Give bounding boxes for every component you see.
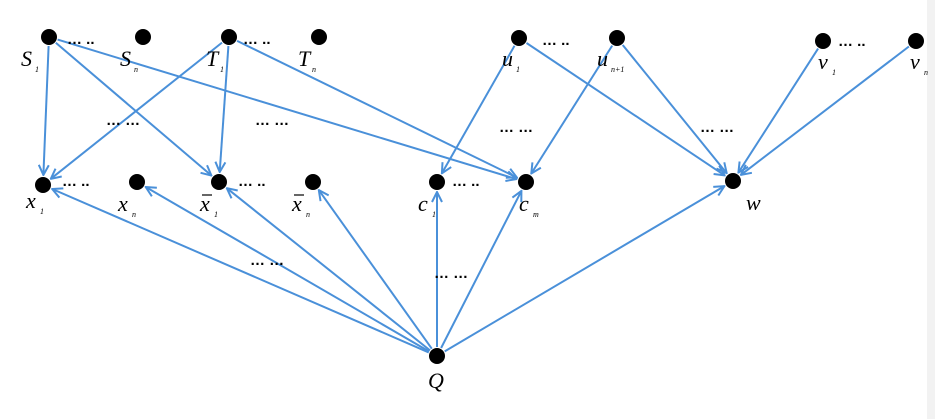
node-xn: [129, 174, 145, 190]
ellipsis-v-row: … ..: [838, 33, 866, 50]
ellipsis-u-row: … ..: [542, 32, 570, 49]
ellipsis-c-row: … ..: [452, 173, 480, 190]
node-label-Sn: S: [120, 46, 131, 71]
edge-S1-to-x1: [43, 45, 48, 175]
node-subscript-cm: m: [533, 210, 539, 219]
node-un1: [609, 30, 625, 46]
node-subscript-vn: n: [924, 68, 928, 77]
edges-layer: [43, 38, 910, 354]
edge-T1-to-xb1: [220, 45, 230, 172]
node-cm: [518, 174, 534, 190]
node-subscript-T1: 1: [220, 65, 224, 74]
node-label-Tn: T: [298, 46, 312, 71]
node-label-Q: Q: [428, 368, 444, 393]
ellipsis-xbar-row: … ..: [238, 173, 266, 190]
node-w: [725, 173, 741, 189]
node-subscript-xb1: 1: [214, 210, 218, 219]
ellipsis-s-row: … ..: [67, 31, 95, 48]
edge-Q-to-xn: [146, 187, 430, 353]
node-Tn: [311, 29, 327, 45]
node-v1: [815, 33, 831, 49]
edge-un1-to-w: [621, 44, 727, 173]
edge-vn-to-w: [741, 45, 910, 175]
node-subscript-xbn: n: [306, 210, 310, 219]
node-subscript-un1: n+1: [611, 65, 624, 74]
edge-Q-to-cm: [440, 191, 521, 349]
edge-T1-to-cm: [236, 40, 517, 178]
ellipsis-t-row: … ..: [243, 31, 271, 48]
edge-Q-to-x1: [52, 189, 430, 354]
node-xb1: [211, 174, 227, 190]
ellipsis-gap-1: … …: [106, 112, 140, 129]
edge-u1-to-c1: [442, 45, 516, 174]
edge-S1-to-xb1: [55, 42, 212, 176]
edge-v1-to-w: [738, 48, 819, 173]
edge-Q-to-w: [444, 186, 725, 353]
ellipsis-gap-6: … …: [434, 265, 468, 282]
edge-T1-to-x1: [51, 41, 223, 179]
node-subscript-u1: 1: [516, 65, 520, 74]
ellipsis-gap-2: … …: [255, 112, 289, 129]
node-vn: [908, 33, 924, 49]
node-subscript-Tn: n: [312, 65, 316, 74]
nodes-layer: [35, 29, 924, 364]
node-label-S1: S: [21, 46, 32, 71]
node-xbn: [305, 174, 321, 190]
ellipsis-gap-3: … …: [499, 119, 533, 136]
node-x1: [35, 177, 51, 193]
node-label-cm: c: [519, 191, 529, 216]
node-subscript-c1: 1: [432, 210, 436, 219]
node-label-v1: v: [818, 49, 828, 74]
node-label-u1: u: [502, 46, 513, 71]
node-label-vn: v: [910, 49, 920, 74]
edge-Q-to-xbn: [319, 190, 433, 350]
node-Q: [429, 348, 445, 364]
edge-un1-to-cm: [531, 45, 614, 174]
ellipsis-gap-4: … …: [700, 119, 734, 136]
node-label-w: w: [746, 190, 761, 215]
ellipsis-x-row: … ..: [62, 173, 90, 190]
node-label-xn: x: [117, 191, 128, 216]
node-T1: [221, 29, 237, 45]
edge-Q-to-xb1: [227, 188, 431, 352]
node-label-un1: u: [597, 46, 608, 71]
node-u1: [511, 30, 527, 46]
node-label-xb1: x: [199, 191, 210, 216]
edge-S1-to-cm: [57, 38, 517, 180]
node-subscript-x1: 1: [40, 207, 44, 216]
node-S1: [41, 29, 57, 45]
node-c1: [429, 174, 445, 190]
node-subscript-S1: 1: [35, 65, 39, 74]
node-label-T1: T: [206, 46, 220, 71]
node-subscript-v1: 1: [832, 68, 836, 77]
node-label-c1: c: [418, 191, 428, 216]
right-edge-strip: [927, 0, 935, 419]
node-subscript-Sn: n: [134, 65, 138, 74]
node-label-x1: x: [25, 188, 36, 213]
node-label-xbn: x: [291, 191, 302, 216]
ellipsis-layer: … .. … .. … .. … .. … .. … .. … .. … … ……: [62, 31, 866, 282]
node-subscript-xn: n: [132, 210, 136, 219]
edge-u1-to-w: [525, 42, 725, 175]
node-Sn: [135, 29, 151, 45]
ellipsis-gap-5: … …: [250, 252, 284, 269]
